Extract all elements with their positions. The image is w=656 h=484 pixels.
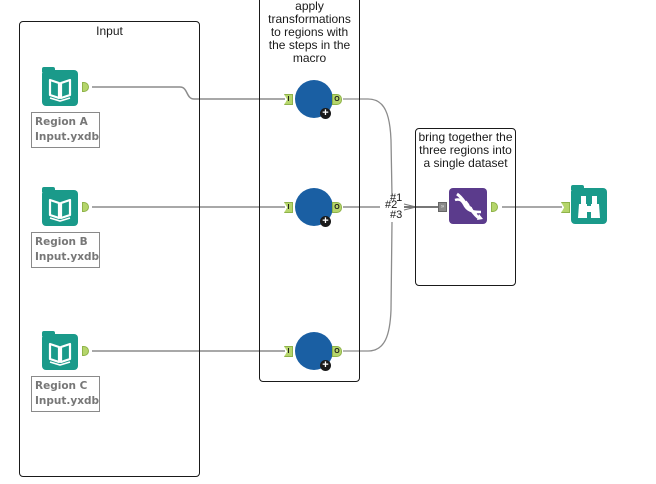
connection-label-3: #3 [390, 209, 403, 221]
book-icon [42, 187, 78, 226]
binoculars-icon [571, 185, 607, 224]
macro-container-title: apply transformations to regions with th… [268, 0, 351, 65]
plus-icon: + [320, 360, 331, 371]
wire-macro-1-to-union[interactable] [343, 98, 393, 197]
macro-container[interactable]: apply transformations to regions with th… [259, 0, 360, 382]
region-c-file: Input.yxdb [35, 395, 100, 407]
output-anchor[interactable] [491, 202, 498, 212]
plus-icon: + [320, 108, 331, 119]
input-container-title: Input [96, 24, 123, 38]
input-container[interactable]: Input [19, 21, 200, 477]
book-icon [42, 67, 78, 106]
connection-label-1: #1 [390, 192, 403, 204]
output-anchor[interactable] [82, 82, 89, 92]
region-b-label: Region B Input.yxdb [31, 232, 100, 268]
dna-union-icon [449, 188, 487, 224]
output-anchor[interactable] [82, 202, 89, 212]
union-container-title: bring together the three regions into a … [418, 130, 513, 170]
output-anchor[interactable] [82, 346, 89, 356]
plus-icon: + [320, 216, 331, 227]
region-c-name: Region C [35, 380, 88, 392]
union-multi-input-anchor[interactable]: » [438, 202, 447, 212]
region-a-name: Region A [35, 116, 88, 128]
book-icon [42, 331, 78, 370]
wire-macro-3-to-union[interactable] [343, 221, 393, 352]
output-anchor[interactable]: O [332, 202, 342, 213]
region-c-label: Region C Input.yxdb [31, 376, 100, 412]
output-anchor[interactable]: O [332, 94, 342, 105]
region-b-name: Region B [35, 236, 88, 248]
output-anchor[interactable]: O [332, 346, 342, 357]
wire-region-a-to-macro-1[interactable] [92, 86, 285, 100]
union-container[interactable]: bring together the three regions into a … [415, 128, 516, 286]
wire-arrow [403, 203, 417, 211]
region-a-label: Region A Input.yxdb [31, 112, 100, 148]
region-b-file: Input.yxdb [35, 251, 100, 263]
connection-label-2: #2 [385, 199, 398, 211]
region-a-file: Input.yxdb [35, 131, 100, 143]
